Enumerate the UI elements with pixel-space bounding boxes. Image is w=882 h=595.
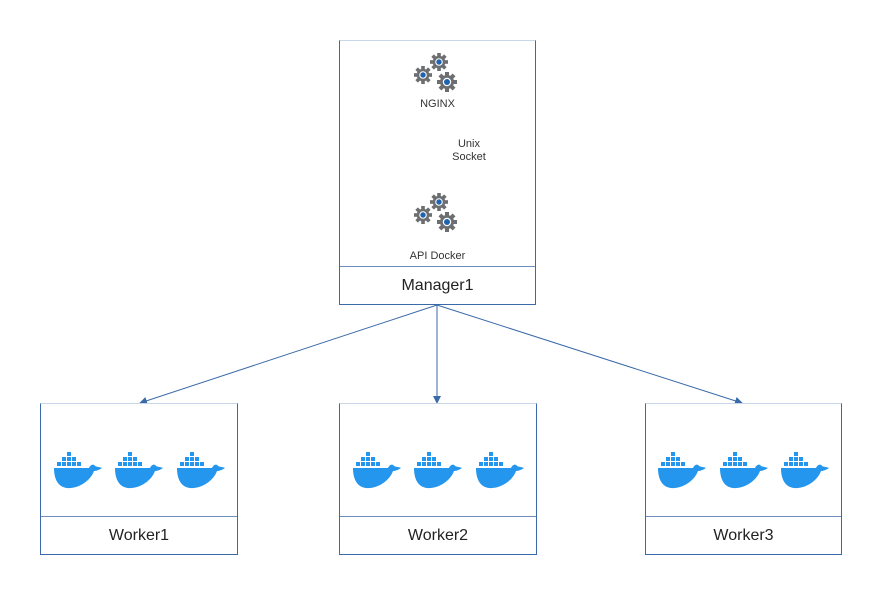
worker-node-2[interactable]: Worker2 [339, 403, 537, 555]
docker-whale-icon [475, 452, 525, 492]
worker-title-text: Worker3 [713, 526, 774, 544]
manager-title: Manager1 [340, 266, 535, 304]
docker-whale-icon [780, 452, 830, 492]
container-list [41, 452, 237, 492]
manager-title-text: Manager1 [401, 276, 474, 294]
container-list [340, 452, 536, 492]
nginx-gears-icon [414, 53, 460, 93]
worker-title-text: Worker2 [407, 526, 469, 544]
unix-socket-label: Unix Socket [444, 138, 494, 164]
container-list [646, 452, 841, 492]
docker-whale-icon [176, 452, 226, 492]
docker-whale-icon [114, 452, 164, 492]
api-docker-gears-icon [414, 193, 460, 233]
worker-node-1[interactable]: Worker1 [40, 403, 238, 555]
docker-whale-icon [413, 452, 463, 492]
worker-node-3[interactable]: Worker3 [645, 403, 842, 555]
unix-socket-line1: Unix [457, 138, 480, 150]
manager-node[interactable]: NGINX Unix Socket API Docker Manager1 [339, 40, 536, 305]
api-docker-label: API Docker [409, 250, 466, 262]
docker-whale-icon [352, 452, 402, 492]
docker-whale-icon [53, 452, 103, 492]
worker-title: Worker1 [41, 516, 237, 554]
worker-title-text: Worker1 [108, 526, 170, 544]
unix-socket-line2: Socket [452, 151, 486, 163]
nginx-label: NGINX [420, 98, 455, 110]
docker-whale-icon [657, 452, 707, 492]
arrow-to-worker3 [436, 304, 743, 405]
worker-title: Worker2 [340, 516, 536, 554]
docker-whale-icon [719, 452, 769, 492]
arrow-to-worker1 [139, 304, 438, 405]
worker-title: Worker3 [646, 516, 841, 554]
